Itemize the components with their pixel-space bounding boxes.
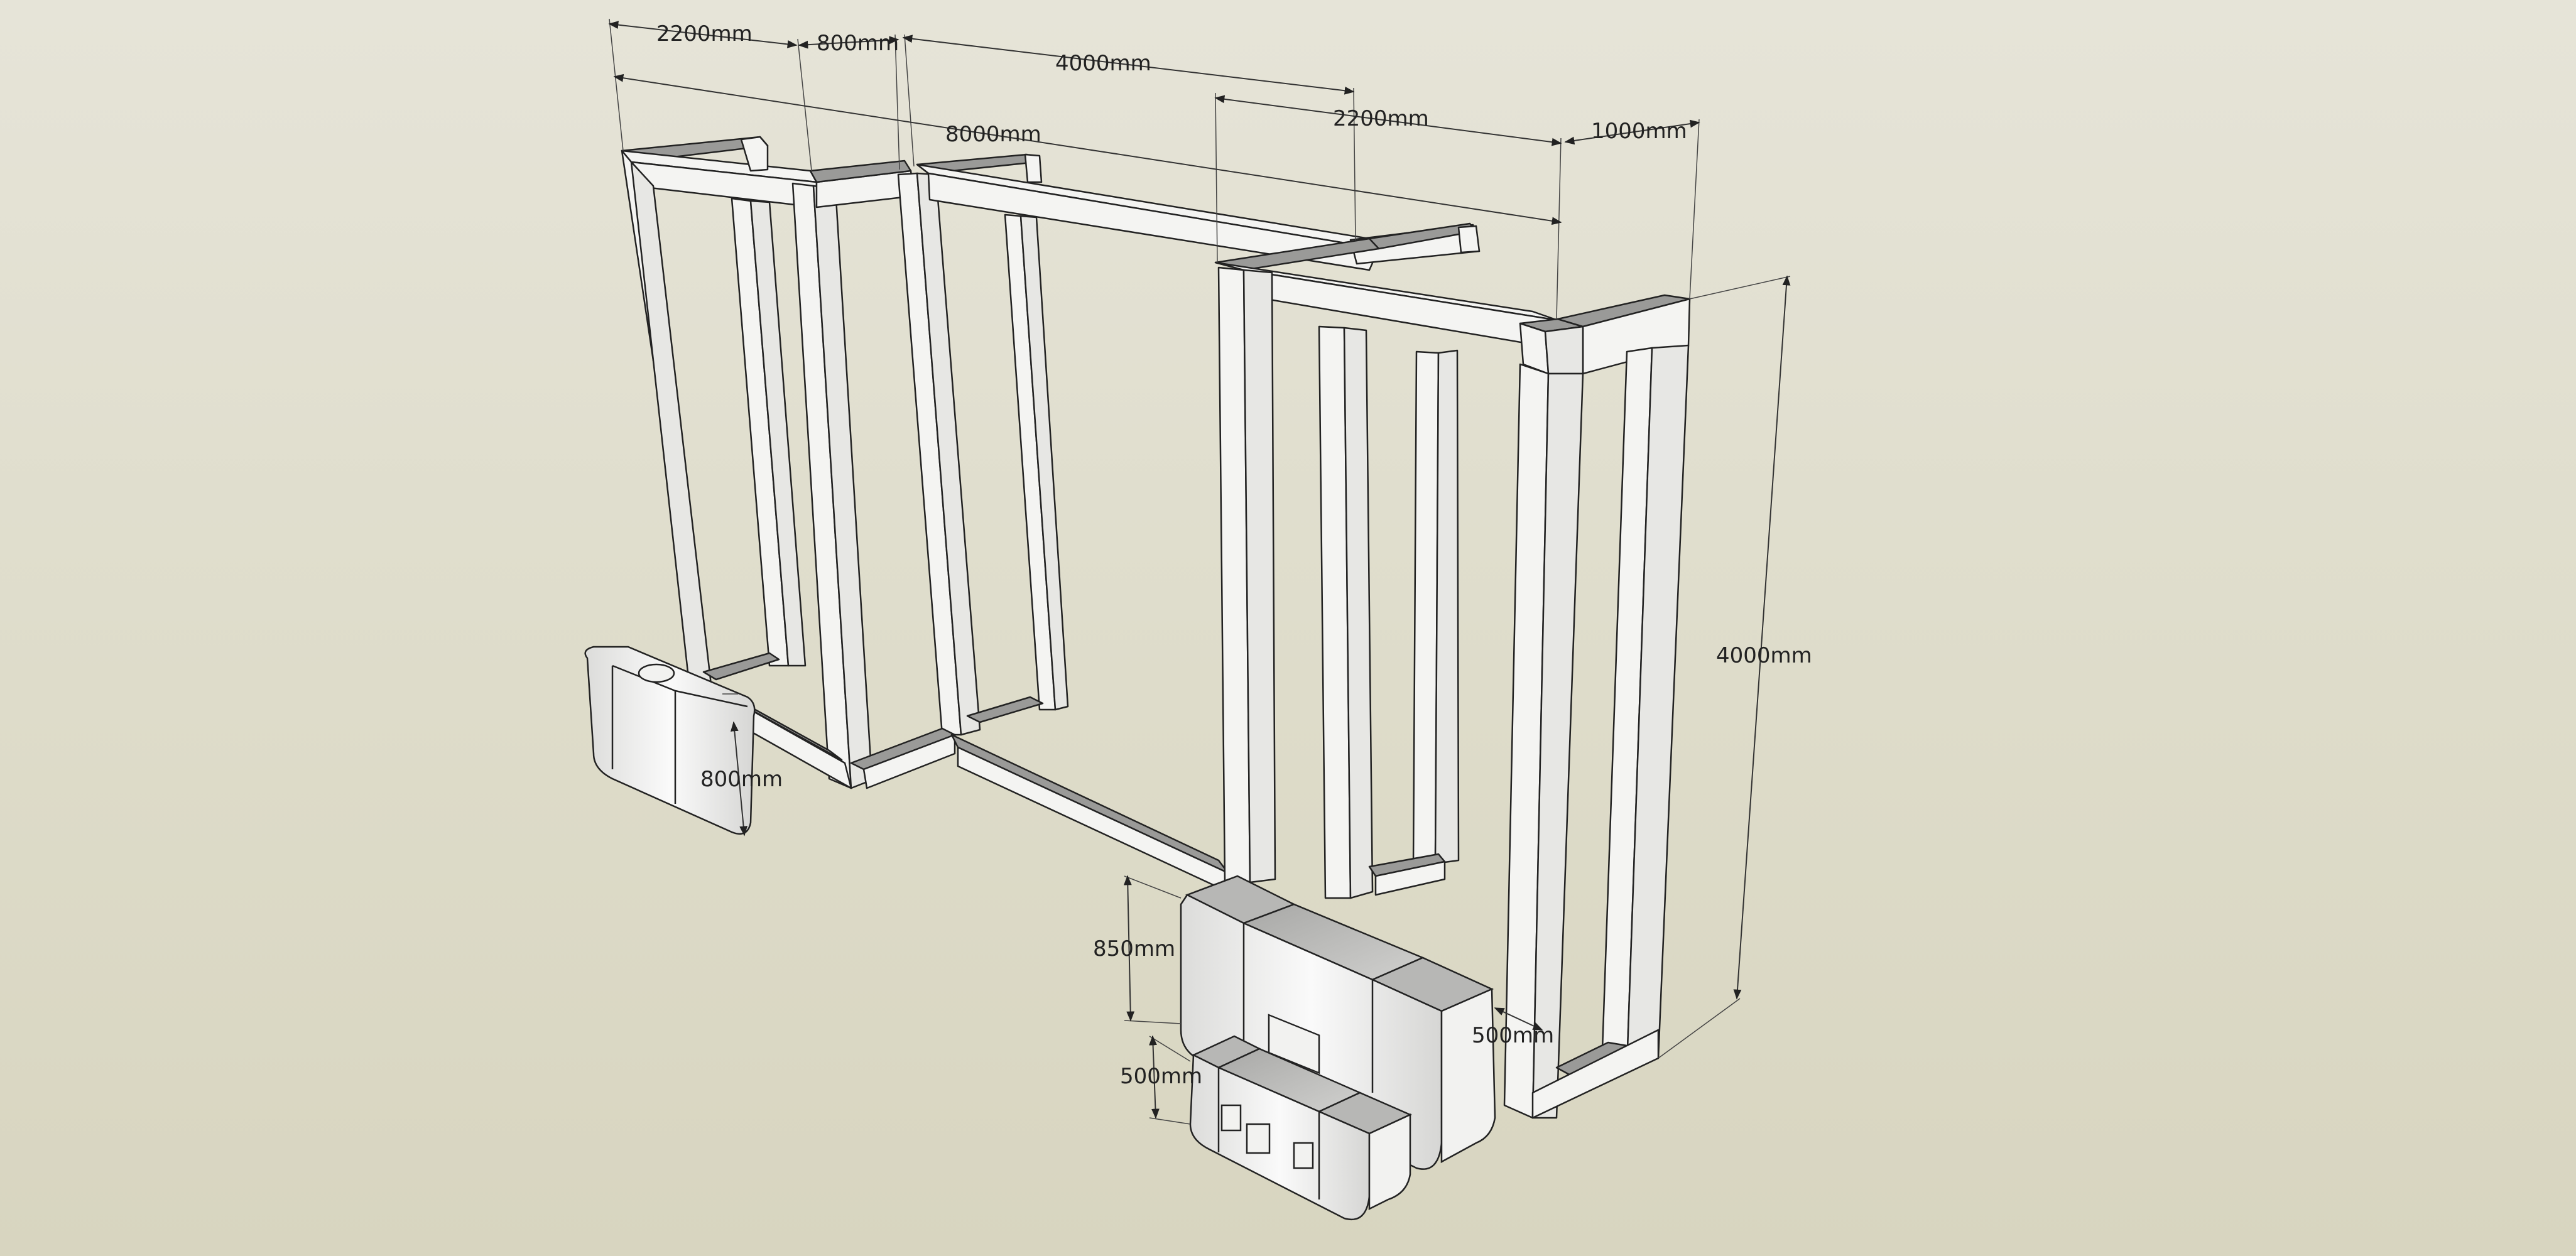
frame-section-right [1214, 237, 1691, 1119]
dim-label-top-2200: 2200mm [656, 21, 753, 46]
steel-frame [621, 136, 1691, 1119]
dim-label-right-2200: 2200mm [1333, 106, 1429, 131]
dim-label-unit-500-right: 500mm [1472, 1023, 1554, 1048]
dim-label-total-8000: 8000mm [945, 122, 1041, 147]
equipment-unit-left [584, 646, 756, 835]
dim-label-top-4000: 4000mm [1055, 51, 1151, 76]
dim-line-right-1000 [1564, 119, 1700, 145]
dim-line-left-800 [730, 721, 748, 836]
dim-label-left-800: 800mm [700, 767, 783, 792]
dim-label-unit-500-left: 500mm [1120, 1064, 1202, 1089]
dim-label-height-4000: 4000mm [1716, 643, 1812, 668]
dim-label-right-1000: 1000mm [1591, 119, 1687, 144]
dim-line-unit-500-right [1494, 1007, 1543, 1031]
dim-label-unit-850: 850mm [1093, 936, 1175, 961]
dim-line-unit-850 [1123, 875, 1135, 1022]
dimension-annotations: 2200mm 800mm 4000mm 8000mm 2200mm 1000mm… [608, 18, 1812, 1125]
dim-line-right-2200 [1214, 95, 1562, 146]
dim-line-total-8000 [613, 73, 1562, 225]
dim-line-unit-500-left [1149, 1035, 1160, 1119]
dim-line-height-4000 [1733, 275, 1791, 1000]
dim-line-top-800 [798, 36, 899, 49]
equipment-unit-small [1189, 1035, 1413, 1220]
dim-line-top-2200 [608, 21, 798, 48]
dim-label-top-800: 800mm [817, 31, 899, 56]
frame-section-center [916, 153, 1481, 893]
